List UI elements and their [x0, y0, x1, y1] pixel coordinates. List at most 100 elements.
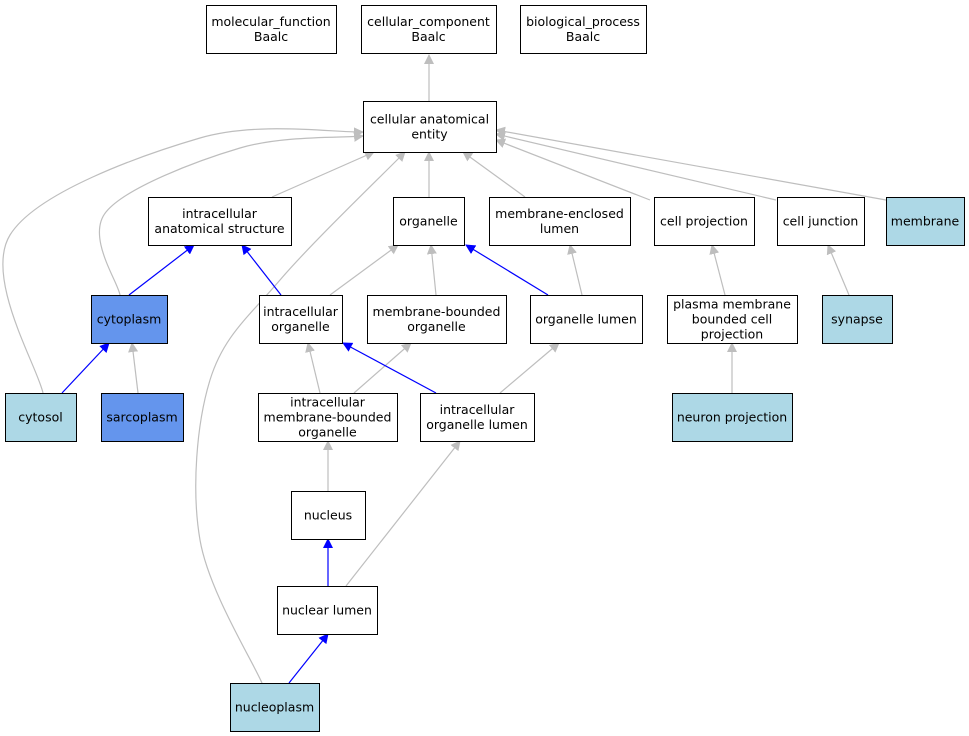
node-box: [101, 393, 184, 442]
node-organelle[interactable]: organelle: [393, 197, 465, 246]
edge-membrane-bounded-organelle-to-organelle: [426, 244, 437, 296]
node-label: nuclear lumen: [282, 603, 372, 618]
node-label: organelle: [407, 319, 466, 334]
node-label: molecular_function: [211, 14, 330, 29]
edge-layer: [2, 54, 887, 684]
node-nucleoplasm[interactable]: nucleoplasm: [230, 683, 320, 732]
node-label: cell projection: [660, 214, 748, 229]
edge-organelle-lumen-to-membrane-enclosed-lumen: [567, 244, 583, 296]
node-label: intracellular: [290, 395, 366, 410]
node-membrane[interactable]: membrane: [886, 197, 965, 246]
node-label: membrane-bounded: [264, 410, 392, 425]
node-box: [5, 393, 77, 442]
node-box: [654, 197, 755, 246]
node-label: Baalc: [566, 29, 600, 44]
node-label: Baalc: [411, 29, 445, 44]
edge-intracellular-organelle-lumen-to-organelle-lumen: [499, 342, 560, 394]
node-box: [520, 5, 647, 54]
node-label: lumen: [540, 221, 579, 236]
node-box: [148, 197, 292, 246]
node-label: nucleus: [304, 508, 352, 523]
node-label: membrane-bounded: [373, 304, 501, 319]
edge-cytosol-to-cellular-anatomical-entity: [2, 127, 364, 394]
edge-nucleoplasm-to-nuclear-lumen: [288, 633, 329, 684]
node-label: nucleoplasm: [235, 700, 314, 715]
node-label: projection: [701, 327, 763, 342]
edge-intracellular-anatomical-structure-to-cellular-anatomical-entity: [271, 151, 375, 198]
edge-intracellular-organelle-to-intracellular-anatomical-structure: [241, 244, 282, 296]
node-label: entity: [411, 127, 448, 142]
node-label: sarcoplasm: [106, 410, 177, 425]
edge-intracellular-membrane-bounded-organelle-to-intracellular-organelle: [305, 342, 321, 394]
node-cytoplasm[interactable]: cytoplasm: [91, 295, 168, 344]
node-box: [361, 5, 497, 54]
node-label: organelle: [399, 214, 458, 229]
edge-membrane-enclosed-lumen-to-cellular-anatomical-entity: [462, 151, 526, 198]
edge-cytosol-to-cytoplasm: [61, 342, 110, 394]
node-box: [363, 101, 497, 153]
node-box: [667, 295, 798, 344]
node-synapse[interactable]: synapse: [822, 295, 893, 344]
node-box: [530, 295, 643, 344]
node-box: [420, 393, 535, 442]
node-label: anatomical structure: [154, 221, 284, 236]
node-box: [277, 586, 378, 635]
edge-cell-projection-to-cellular-anatomical-entity: [495, 138, 651, 201]
node-box: [886, 197, 965, 246]
node-label: membrane: [891, 214, 960, 229]
node-label: synapse: [831, 312, 883, 327]
edge-plasma-membrane-bounded-cell-projection-to-cell-projection: [709, 244, 726, 296]
node-label: organelle lumen: [535, 312, 637, 327]
edge-nuclear-lumen-to-intracellular-organelle-lumen: [345, 440, 461, 587]
node-box: [230, 683, 320, 732]
node-label: organelle: [271, 319, 330, 334]
node-label: intracellular: [182, 206, 258, 221]
node-box: [777, 197, 865, 246]
node-box: [393, 197, 465, 246]
edge-cytoplasm-to-intracellular-anatomical-structure: [128, 244, 195, 296]
node-label: organelle lumen: [426, 417, 528, 432]
node-sarcoplasm[interactable]: sarcoplasm: [101, 393, 184, 442]
node-label: cytoplasm: [97, 312, 162, 327]
node-label: cell junction: [783, 214, 859, 229]
edge-intracellular-membrane-bounded-organelle-to-membrane-bounded-organelle: [353, 342, 412, 394]
node-label: cellular_component: [367, 14, 490, 29]
edge-organelle-lumen-to-organelle: [465, 244, 549, 296]
node-box: [259, 295, 343, 344]
node-box: [367, 295, 507, 344]
node-neuron-projection[interactable]: neuron projection: [672, 393, 793, 442]
node-nuclear-lumen[interactable]: nuclear lumen: [277, 586, 378, 635]
edge-nucleoplasm-to-cellular-anatomical-entity: [195, 151, 406, 684]
node-label: plasma membrane: [673, 297, 791, 312]
edge-intracellular-organelle-lumen-to-intracellular-organelle: [342, 342, 437, 394]
node-cell-junction[interactable]: cell junction: [777, 197, 865, 246]
edge-cell-junction-to-cellular-anatomical-entity: [495, 131, 777, 201]
node-organelle-lumen[interactable]: organelle lumen: [530, 295, 643, 344]
edge-sarcoplasm-to-cytoplasm: [128, 342, 139, 394]
node-label: cytosol: [18, 410, 62, 425]
node-label: cellular anatomical: [370, 112, 489, 127]
node-nucleus[interactable]: nucleus: [291, 491, 366, 540]
node-label: bounded cell: [692, 312, 772, 327]
node-layer: molecular_functionBaalccellular_componen…: [5, 5, 965, 732]
edge-cytoplasm-to-cellular-anatomical-entity: [98, 131, 364, 296]
node-label: intracellular: [440, 402, 516, 417]
node-label: Baalc: [254, 29, 288, 44]
node-label: neuron projection: [677, 410, 787, 425]
node-cell-projection[interactable]: cell projection: [654, 197, 755, 246]
edge-synapse-to-cell-junction: [826, 244, 850, 296]
node-box: [91, 295, 168, 344]
node-cytosol[interactable]: cytosol: [5, 393, 77, 442]
